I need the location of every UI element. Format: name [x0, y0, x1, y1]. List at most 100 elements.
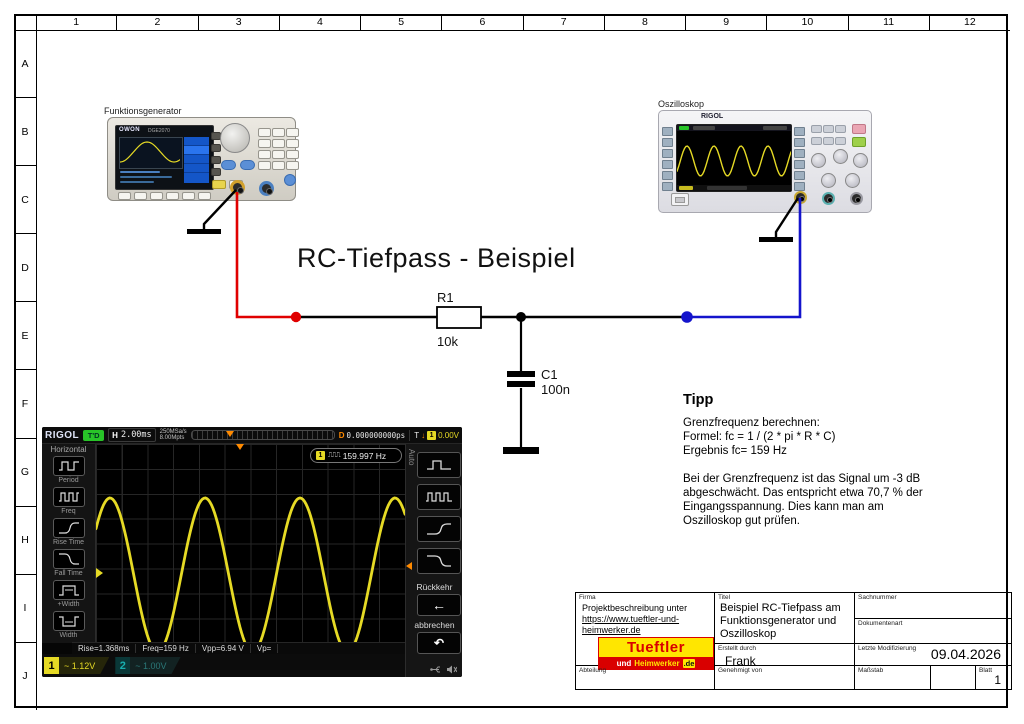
funcgen-arrow-right-button [240, 160, 255, 170]
scope-left-button [662, 149, 673, 158]
row-header: G [14, 437, 36, 506]
title-block-firma-cell: Firma Projektbeschreibung unter https://… [576, 593, 715, 670]
funcgen-button [211, 156, 221, 164]
column-header: 7 [522, 14, 604, 30]
scope-ch2-bnc-icon [822, 192, 835, 205]
funcgen-keypad-key [272, 128, 285, 137]
logo-word-und: und [616, 658, 632, 668]
scope-menu-button [794, 127, 805, 136]
scope-panel-key [811, 137, 822, 145]
screen-chip [693, 126, 715, 130]
function-generator-device: OWON DGE2070 [107, 117, 299, 201]
funcgen-softkey [118, 192, 131, 200]
tip-paragraph: Grenzfrequenz berechnen: Formel: fc = 1 … [683, 417, 836, 457]
frame-divider-horizontal [14, 30, 1010, 31]
rising-edge-icon [427, 523, 451, 535]
screen-chip [679, 186, 693, 190]
row-header: C [14, 165, 36, 233]
trigger-source-badge: 1 [427, 430, 437, 440]
funcgen-keypad-key [286, 128, 299, 137]
abteilung-label: Abteilung [579, 667, 607, 674]
sachnummer-label: Sachnummer [858, 594, 897, 601]
scope-knob [811, 153, 826, 168]
funcgen-ch1-bnc-icon [230, 180, 245, 195]
scope-screen-statusbar [677, 125, 791, 131]
scope-knob [833, 149, 848, 164]
menu-item-period: Period [42, 456, 95, 487]
menu-item-label: Freq [61, 508, 76, 515]
acquisition-readout: 250MSa/s 8.00Mpts [160, 429, 187, 442]
softkey-falling-edge [417, 548, 461, 574]
funcgen-label: Funktionsgenerator [104, 106, 182, 116]
screen-chip [707, 186, 747, 190]
frame-divider-vertical [36, 14, 37, 710]
softkey-return: ← [417, 594, 461, 616]
single-pulse-icon [427, 460, 451, 470]
return-label: Rückkehr [416, 582, 453, 592]
logo-bottom-text: und Heimwerker .de [599, 657, 713, 669]
freq-counter-value: 159.997 Hz [342, 450, 387, 461]
blatt-label: Blatt [979, 667, 993, 674]
rise-time-icon [52, 518, 85, 538]
funcgen-softkey [198, 192, 211, 200]
tip-block: Tipp Grenzfrequenz berechnen: Formel: fc… [683, 392, 983, 542]
trigger-label: T [414, 430, 420, 440]
funcgen-keypad-key [258, 161, 271, 170]
project-link[interactable]: https://www.tueftler-und-heimwerker.de [582, 614, 680, 635]
scope-panel-key [835, 125, 846, 133]
trigger-level-marker-icon [406, 562, 412, 570]
left-menu-title: Horizontal [50, 445, 87, 454]
screen-chip [679, 126, 689, 130]
column-header: 4 [278, 14, 360, 30]
title-block-erstellt-cell: Erstellt durch Frank [715, 644, 855, 668]
firma-label: Firma [579, 594, 596, 601]
memory-position-bar [190, 430, 335, 440]
scope-device-trace [677, 145, 791, 177]
freq-counter-channel: 1 [316, 451, 325, 460]
title-block-modifizierung-cell: Letzte Modifizierung 09.04.2026 [855, 644, 1011, 666]
scope-ui-brand: RIGOL [45, 429, 80, 441]
scope-brand: RIGOL [701, 113, 724, 120]
scope-knob [821, 173, 836, 188]
measurement-bar: Rise=1.368ms Freq=159 Hz Vpp=6.94 V Vp= [72, 642, 405, 654]
funcgen-sine-trace [119, 141, 181, 163]
measurement-rise: Rise=1.368ms [72, 644, 137, 653]
column-header: 3 [197, 14, 279, 30]
scope-device-screen [676, 124, 792, 192]
scope-screen-bottombar [677, 185, 791, 191]
title-block-blatt-cell: Blatt 1 [976, 666, 1011, 689]
scope-menu-button [794, 171, 805, 180]
delay-value: 0.000000000ps [346, 430, 406, 440]
row-header: D [14, 233, 36, 301]
timebase-label: H [112, 430, 118, 440]
scope-menu-button [794, 182, 805, 191]
scope-left-button [662, 182, 673, 191]
menu-item-label: Rise Time [52, 539, 85, 546]
column-header: 11 [847, 14, 929, 30]
menu-item-freq: Freq [42, 487, 95, 518]
auto-label: Auto [407, 449, 416, 466]
cancel-arrow-icon: ↶ [433, 636, 445, 650]
funcgen-knob [220, 123, 250, 153]
modifizierung-label: Letzte Modifizierung [858, 645, 917, 652]
scope-left-button [662, 160, 673, 169]
column-header: 9 [685, 14, 766, 30]
row-header: E [14, 301, 36, 369]
column-header: 2 [116, 14, 197, 30]
menu-item-fall-time: Fall Time [42, 549, 95, 580]
softkey-rising-edge [417, 516, 461, 542]
genehmigt-label: Genehmigt von [718, 667, 763, 674]
pos-width-icon [52, 580, 85, 600]
speaker-icon [447, 665, 457, 674]
dokumentenart-label: Dokumentenart [858, 620, 903, 627]
ch1-status-tag: 1 ~ 1.12V [44, 657, 109, 674]
ch1-ground-marker-icon [96, 568, 103, 578]
funcgen-softkey [182, 192, 195, 200]
row-header: H [14, 505, 36, 574]
menu-item-rise-time: Rise Time [42, 518, 95, 549]
column-header: 6 [441, 14, 522, 30]
scope-screenshot: RIGOL T'D H 2.00ms 250MSa/s 8.00Mpts D 0… [42, 427, 462, 677]
erstellt-value: Frank [725, 654, 756, 668]
logo-top-text: Tueftler [599, 638, 713, 657]
